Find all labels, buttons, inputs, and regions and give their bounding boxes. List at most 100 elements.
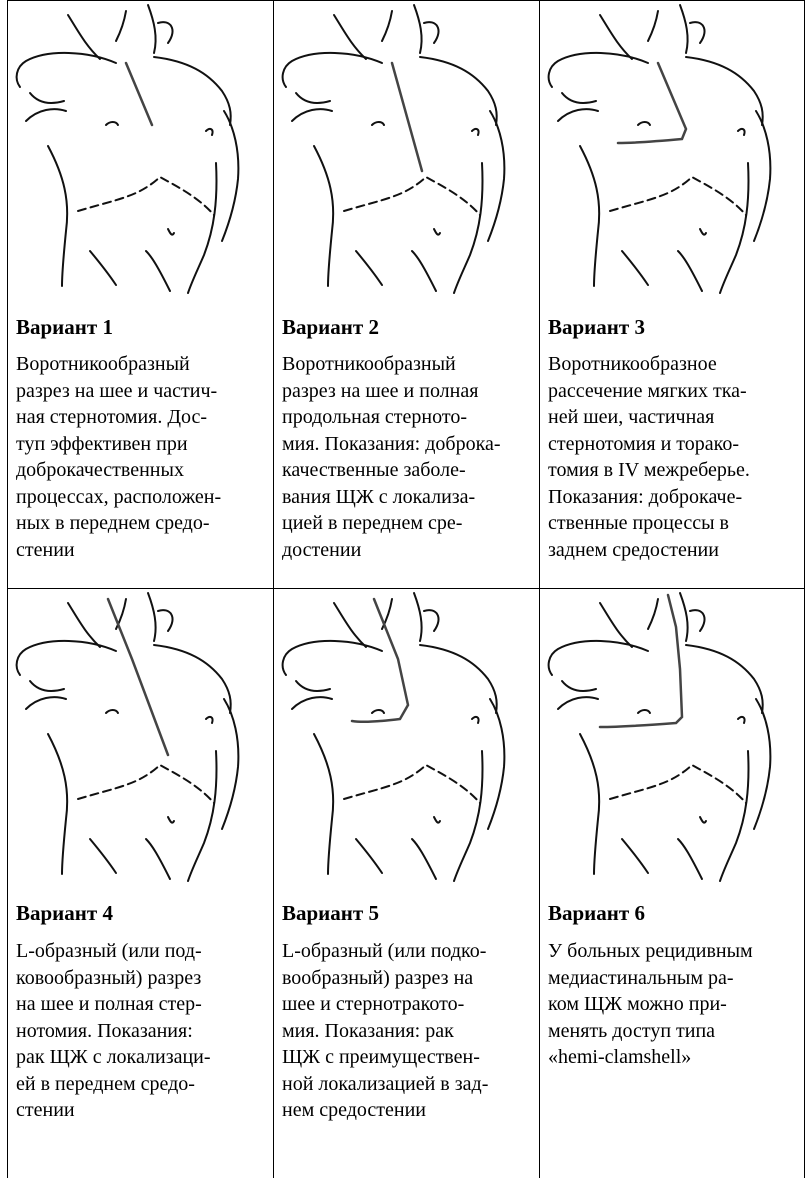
torso-outline bbox=[154, 57, 231, 125]
torso-outline bbox=[549, 53, 648, 87]
torso-outline bbox=[116, 11, 126, 41]
costal-margin-line bbox=[78, 177, 214, 215]
torso-outline bbox=[580, 734, 599, 874]
incision-line bbox=[392, 63, 422, 171]
torso-outline bbox=[580, 146, 599, 286]
incision-line bbox=[126, 63, 152, 125]
variant-cell-4: Вариант 4 L-образный (или под-ковообразн… bbox=[7, 589, 273, 1178]
torso-outline bbox=[106, 122, 118, 125]
torso-outline bbox=[558, 697, 598, 709]
torso-outline bbox=[472, 129, 479, 135]
torso-outline bbox=[356, 251, 382, 285]
torso-outline bbox=[754, 111, 770, 241]
torso-outline bbox=[382, 11, 392, 41]
torso-outline bbox=[296, 93, 330, 103]
torso-outline bbox=[356, 839, 382, 873]
torso-outline bbox=[26, 109, 66, 121]
torso-outline bbox=[17, 53, 116, 87]
torso-outline bbox=[168, 229, 174, 235]
torso-outline bbox=[488, 111, 504, 241]
torso-outline bbox=[690, 22, 705, 43]
variant-title: Вариант 1 bbox=[16, 313, 113, 341]
torso-outline bbox=[414, 593, 422, 641]
torso-outline bbox=[420, 57, 497, 125]
torso-outline bbox=[680, 593, 688, 641]
torso-outline bbox=[372, 122, 384, 125]
torso-outline bbox=[488, 699, 504, 829]
torso-figure-6 bbox=[540, 589, 805, 894]
torso-outline bbox=[283, 641, 382, 675]
torso-outline bbox=[314, 146, 333, 286]
torso-outline bbox=[158, 22, 173, 43]
variant-title: Вариант 6 bbox=[548, 899, 645, 927]
torso-figure-4 bbox=[8, 589, 273, 894]
torso-outline bbox=[678, 839, 702, 879]
torso-outline bbox=[90, 251, 116, 285]
torso-outline bbox=[686, 645, 763, 713]
torso-outline bbox=[283, 53, 382, 87]
torso-outline bbox=[17, 641, 116, 675]
torso-outline bbox=[296, 681, 330, 691]
torso-figure-5 bbox=[274, 589, 539, 894]
variant-cell-5: Вариант 5 L-образный (или подко-вообразн… bbox=[273, 589, 539, 1178]
torso-outline bbox=[148, 5, 156, 53]
torso-outline bbox=[738, 717, 745, 723]
torso-outline bbox=[622, 839, 648, 873]
torso-outline bbox=[206, 129, 213, 135]
torso-outline bbox=[562, 681, 596, 691]
torso-outline bbox=[30, 681, 64, 691]
incision-diagram-3 bbox=[540, 1, 805, 306]
torso-outline bbox=[292, 697, 332, 709]
torso-figure-1 bbox=[8, 1, 273, 306]
torso-outline bbox=[372, 710, 384, 713]
costal-margin-line bbox=[344, 177, 480, 215]
torso-outline bbox=[549, 641, 648, 675]
torso-outline bbox=[414, 5, 422, 53]
torso-outline bbox=[146, 839, 170, 879]
torso-outline bbox=[314, 734, 333, 874]
costal-margin-line bbox=[610, 177, 746, 215]
torso-outline bbox=[686, 57, 763, 125]
torso-outline bbox=[420, 645, 497, 713]
variant-description: L-образный (или подко-вообразный) разрез… bbox=[282, 938, 533, 1124]
variant-title: Вариант 4 bbox=[16, 899, 113, 927]
torso-outline bbox=[48, 734, 67, 874]
torso-outline bbox=[648, 599, 658, 629]
torso-outline bbox=[562, 93, 596, 103]
torso-outline bbox=[720, 163, 749, 293]
torso-outline bbox=[222, 699, 238, 829]
torso-outline bbox=[558, 109, 598, 121]
variant-title: Вариант 5 bbox=[282, 899, 379, 927]
torso-outline bbox=[412, 839, 436, 879]
torso-outline bbox=[26, 697, 66, 709]
variant-description: L-образный (или под-ковообразный) разрез… bbox=[16, 938, 267, 1124]
torso-outline bbox=[188, 163, 217, 293]
incision-line bbox=[618, 63, 686, 143]
torso-outline bbox=[738, 129, 745, 135]
torso-outline bbox=[690, 610, 705, 631]
torso-figure-2 bbox=[274, 1, 539, 306]
torso-outline bbox=[638, 122, 650, 125]
incision-diagram-2 bbox=[274, 1, 539, 306]
torso-outline bbox=[424, 610, 439, 631]
torso-outline bbox=[680, 5, 688, 53]
incision-diagram-4 bbox=[8, 589, 273, 894]
incision-diagram-6 bbox=[540, 589, 805, 894]
torso-outline bbox=[154, 645, 231, 713]
torso-outline bbox=[622, 251, 648, 285]
torso-outline bbox=[648, 11, 658, 41]
torso-outline bbox=[454, 751, 483, 881]
torso-outline bbox=[30, 93, 64, 103]
torso-outline bbox=[106, 710, 118, 713]
torso-outline bbox=[158, 610, 173, 631]
costal-margin-line bbox=[78, 765, 214, 803]
variant-title: Вариант 2 bbox=[282, 313, 379, 341]
